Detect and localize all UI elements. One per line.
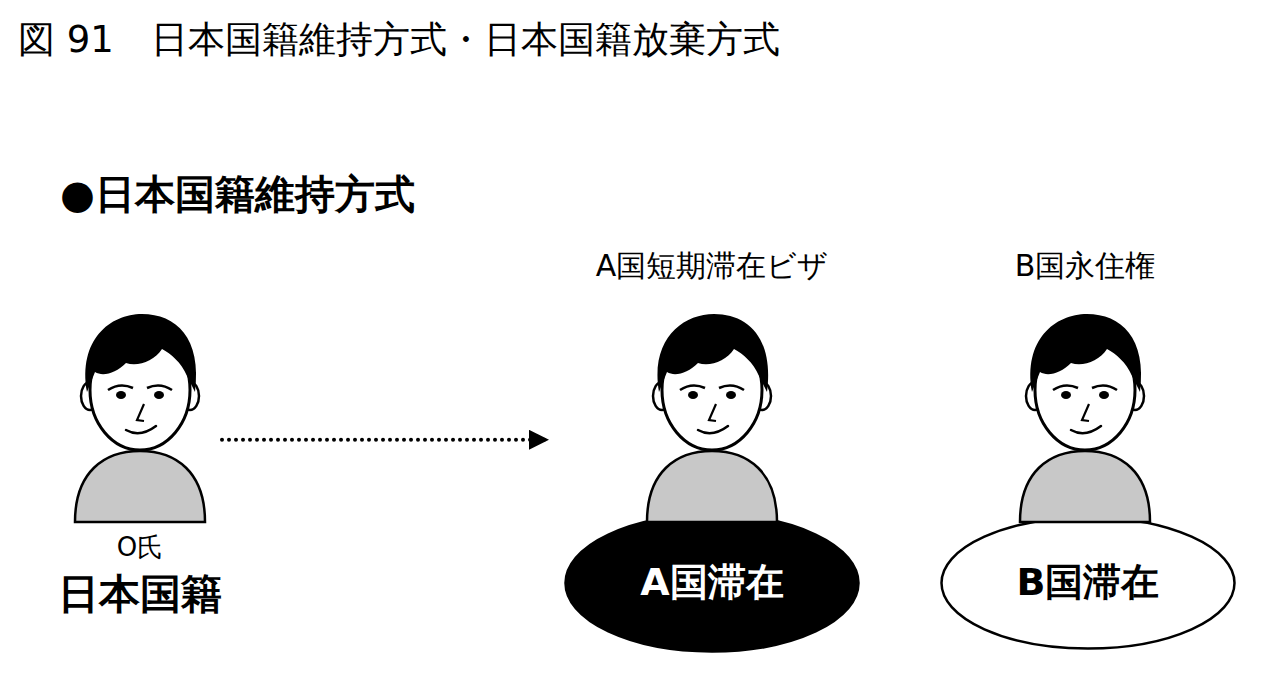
person-eyelid	[108, 385, 133, 390]
person-name: O氏	[0, 532, 280, 563]
person-node: A国短期滞在ビザ	[550, 320, 874, 523]
country-stay-label: B国滞在	[880, 560, 1282, 606]
dotted-arrow	[222, 438, 548, 442]
person-shoulders	[75, 451, 205, 522]
person-eyelid	[1053, 385, 1078, 390]
person-shoulders	[647, 451, 777, 522]
country-stay-label: A国滞在	[504, 560, 920, 606]
status-label: A国短期滞在ビザ	[490, 248, 934, 284]
person-mouth	[698, 426, 728, 433]
person-eyelid	[680, 385, 705, 390]
person-eye	[154, 391, 164, 399]
person-nose	[709, 404, 716, 421]
person-eye	[688, 391, 698, 399]
person-eye	[1099, 391, 1109, 399]
person-mouth	[1071, 426, 1101, 433]
person-nose	[137, 404, 144, 421]
figure-title: 図 91 日本国籍維持方式・日本国籍放棄方式	[18, 18, 780, 62]
person-mouth	[126, 426, 156, 433]
person-figure	[1020, 314, 1150, 522]
stay-ellipse: A国滞在	[564, 513, 860, 653]
person-illustration	[927, 320, 1243, 523]
person-hair	[1030, 314, 1141, 392]
person-shoulders	[1020, 451, 1150, 522]
nationality-label: 日本国籍	[0, 570, 280, 619]
person-node: B国永住権	[927, 320, 1243, 523]
person-hair	[657, 314, 768, 392]
person-illustration	[550, 320, 874, 523]
person-nose	[1082, 404, 1089, 421]
person-eyelid	[1092, 385, 1117, 390]
person-hair	[85, 314, 196, 392]
person-eyelid	[719, 385, 744, 390]
person-figure	[75, 314, 205, 522]
person-eye	[116, 391, 126, 399]
status-label: B国永住権	[867, 248, 1282, 284]
person-illustration	[60, 320, 220, 523]
section-heading: ●日本国籍維持方式	[60, 170, 415, 218]
person-eyelid	[147, 385, 172, 390]
person-eye	[1061, 391, 1071, 399]
person-figure	[647, 314, 777, 522]
person-node: O氏日本国籍	[60, 320, 220, 523]
stay-ellipse: B国滞在	[940, 516, 1236, 650]
person-eye	[726, 391, 736, 399]
